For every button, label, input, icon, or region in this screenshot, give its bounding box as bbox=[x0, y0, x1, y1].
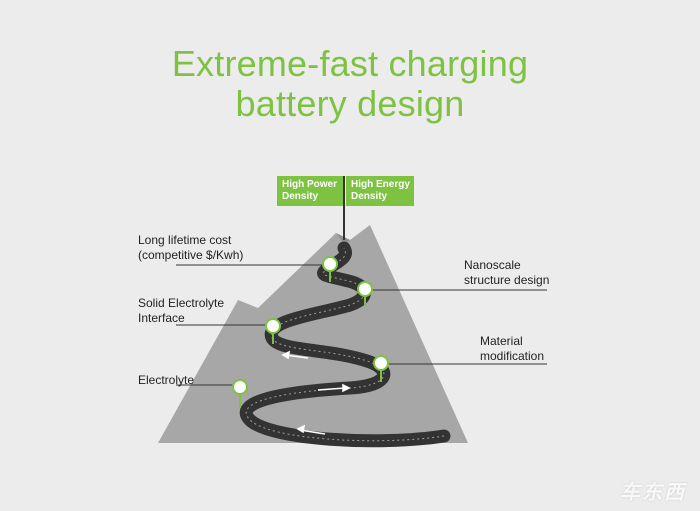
flag-label-high-energy: High Energy Density bbox=[351, 179, 410, 202]
flag-banner-right bbox=[346, 176, 414, 206]
label-nanoscale: Nanoscale structure design bbox=[464, 258, 550, 287]
milestone-pins bbox=[232, 256, 389, 408]
flag-banner-left bbox=[277, 176, 343, 206]
pin-nanoscale bbox=[357, 281, 373, 306]
pin-solid-electrolyte bbox=[265, 318, 281, 344]
label-solid-electrolyte: Solid Electrolyte Interface bbox=[138, 296, 225, 325]
title-line-1: Extreme-fast charging bbox=[171, 43, 529, 84]
label-electrolyte: Electrolyte bbox=[138, 373, 195, 387]
road-edge bbox=[245, 247, 445, 442]
page-title: Extreme-fast charging battery design bbox=[0, 44, 700, 124]
pin-electrolyte bbox=[232, 379, 248, 408]
pin-material bbox=[373, 355, 389, 382]
title-line-2: battery design bbox=[235, 83, 465, 124]
label-long-lifetime: Long lifetime cost (competitive $/Kwh) bbox=[138, 233, 244, 262]
label-material: Material modification bbox=[480, 334, 545, 363]
flag-label-high-power: High Power Density bbox=[282, 179, 338, 202]
pin-long-lifetime bbox=[322, 256, 338, 282]
watermark-logo: 车东西 bbox=[620, 482, 686, 504]
connector-lines bbox=[176, 264, 547, 386]
road-arrows bbox=[281, 350, 351, 435]
